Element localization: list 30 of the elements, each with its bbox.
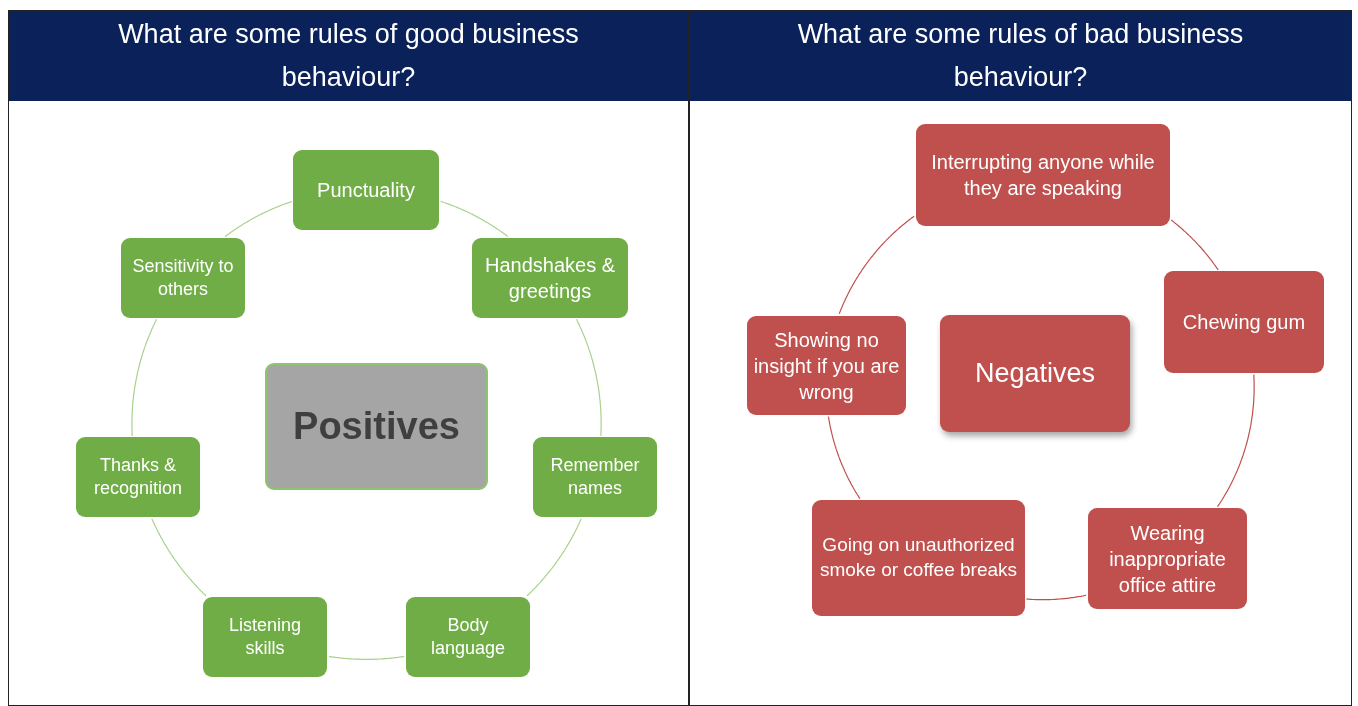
connector-arc xyxy=(1170,219,1219,271)
cycle-box: Wearing inappropriate office attire xyxy=(1088,508,1247,609)
connector-arc xyxy=(1025,594,1087,601)
connector-arc xyxy=(440,200,509,237)
connector-arc xyxy=(328,655,405,660)
cycle-box: Punctuality xyxy=(293,150,439,230)
connector-arc xyxy=(827,416,861,500)
table-cell xyxy=(689,10,1352,706)
table-cell xyxy=(8,10,689,706)
cycle-box: Handshakes & greetings xyxy=(472,238,628,318)
connector-arc xyxy=(838,215,915,315)
cycle-box: Chewing gum xyxy=(1164,271,1324,373)
cycle-box: Remember names xyxy=(533,437,657,517)
cycle-box: Body language xyxy=(406,597,530,677)
cycle-box: Listening skills xyxy=(203,597,327,677)
cycle-box: Showing no insight if you are wrong xyxy=(747,316,906,415)
header-text: What are some rules of good business behaviour? xyxy=(9,11,688,101)
connector-arc xyxy=(526,518,582,597)
connector-arc xyxy=(1216,374,1255,508)
connector-arc xyxy=(131,318,158,437)
cycle-box: Interrupting anyone while they are speaking xyxy=(916,124,1170,226)
center-box: Negatives xyxy=(940,315,1130,432)
connector-arc xyxy=(224,200,293,238)
connector-arc xyxy=(151,518,207,597)
connector-arc xyxy=(575,318,602,437)
center-box: Positives xyxy=(265,363,488,490)
cycle-box: Thanks & recognition xyxy=(76,437,200,517)
cycle-box: Going on unauthorized smoke or coffee breaks xyxy=(812,500,1025,616)
header-text: What are some rules of bad business behaviour? xyxy=(690,11,1351,101)
cycle-box: Sensitivity to others xyxy=(121,238,245,318)
